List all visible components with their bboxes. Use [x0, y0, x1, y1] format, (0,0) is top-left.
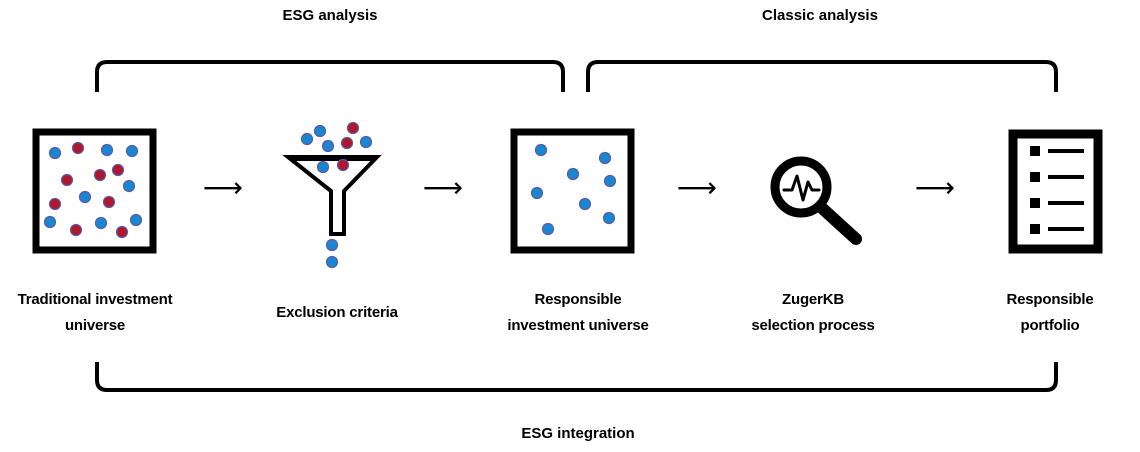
esg-analysis-bracket: [95, 60, 565, 92]
step-label-line: ZugerKB: [782, 291, 844, 308]
blue-dot: [48, 146, 62, 160]
step-label-line: investment universe: [507, 317, 649, 334]
step-label-responsible-universe: Responsible investment universe: [488, 287, 668, 339]
red-dot: [340, 136, 354, 150]
step-label-line: Responsible: [1006, 291, 1094, 308]
arrow-4: ⟶: [915, 171, 955, 204]
blue-dot: [313, 124, 327, 138]
red-dot: [115, 225, 129, 239]
step-label-line: Traditional investment: [17, 291, 173, 308]
funnel-icon: [282, 121, 382, 269]
esg-integration-label: ESG integration: [521, 425, 635, 442]
red-dot: [93, 168, 107, 182]
step-label-line: Exclusion criteria: [276, 304, 398, 321]
step-label-line: Responsible: [534, 291, 622, 308]
step-label-exclusion-criteria: Exclusion criteria: [247, 300, 427, 326]
classic-analysis-bracket: [586, 60, 1058, 92]
blue-dot: [566, 167, 580, 181]
step-label-line: selection process: [751, 317, 875, 334]
red-dot: [71, 141, 85, 155]
blue-dot: [541, 222, 555, 236]
blue-dot: [598, 151, 612, 165]
step-label-traditional-universe: Traditional investment universe: [5, 287, 185, 339]
blue-dot: [325, 238, 339, 252]
blue-dot: [122, 179, 136, 193]
blue-dot: [316, 160, 330, 174]
blue-dot: [325, 255, 339, 269]
mixed-dots-box-icon: [32, 128, 157, 254]
red-dot: [102, 195, 116, 209]
blue-dot: [359, 135, 373, 149]
blue-dot: [603, 174, 617, 188]
red-dot: [336, 158, 350, 172]
arrow-2: ⟶: [423, 171, 463, 204]
blue-dots-box-icon: [510, 128, 635, 254]
blue-dot: [321, 139, 335, 153]
red-dot: [69, 223, 83, 237]
step-label-line: portfolio: [1020, 317, 1080, 334]
red-dot: [48, 197, 62, 211]
step-label-selection-process: ZugerKB selection process: [723, 287, 903, 339]
red-dot: [111, 163, 125, 177]
arrow-3: ⟶: [677, 171, 717, 204]
blue-dot: [94, 216, 108, 230]
blue-dot: [300, 132, 314, 146]
blue-dot: [534, 143, 548, 157]
blue-dot: [78, 190, 92, 204]
blue-dot: [43, 215, 57, 229]
checklist-icon: [1008, 129, 1103, 254]
red-dot: [346, 121, 360, 135]
blue-dot: [602, 211, 616, 225]
blue-dot: [578, 197, 592, 211]
blue-dot: [530, 186, 544, 200]
arrow-1: ⟶: [203, 171, 243, 204]
step-label-responsible-portfolio: Responsible portfolio: [960, 287, 1140, 339]
classic-analysis-label: Classic analysis: [762, 7, 878, 24]
magnifier-pulse-icon: [770, 156, 862, 245]
blue-dot: [100, 143, 114, 157]
step-label-line: universe: [64, 317, 126, 334]
esg-integration-bracket: [95, 362, 1058, 392]
blue-dot: [129, 213, 143, 227]
red-dot: [60, 173, 74, 187]
esg-analysis-label: ESG analysis: [282, 7, 378, 24]
blue-dot: [125, 144, 139, 158]
